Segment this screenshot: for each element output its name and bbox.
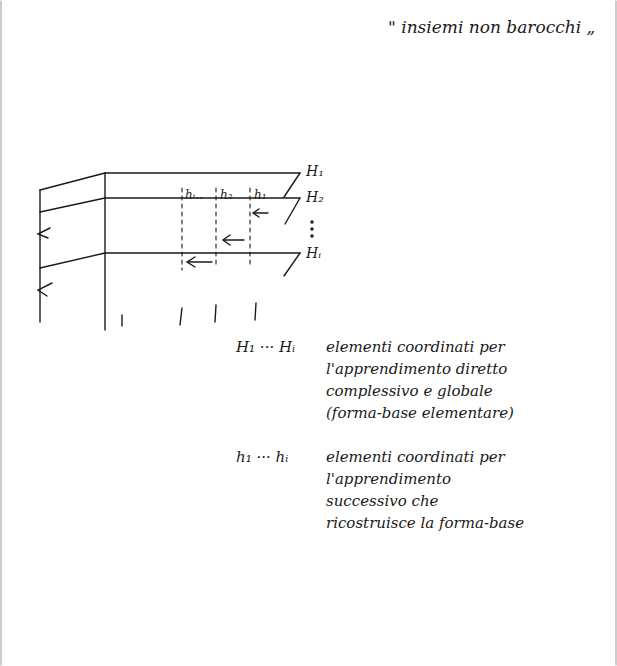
note-symbols: H₁ ··· Hᵢ [236, 336, 295, 358]
note-text: elementi coordinati per l'apprendimento … [326, 336, 516, 424]
section-label: h₂ [220, 184, 233, 206]
plane-label: H₁ [306, 160, 324, 182]
section-label: h₁ [254, 184, 267, 206]
plane-label: H₂ [306, 186, 324, 208]
section-label: hᵢ.. [185, 184, 203, 206]
note-text: elementi coordinati per l'apprendimento … [326, 446, 526, 534]
note-symbols: h₁ ··· hᵢ [236, 446, 288, 468]
plane-label: Hᵢ [306, 242, 321, 264]
title-note: " insiemi non barocchi „ [388, 16, 595, 38]
